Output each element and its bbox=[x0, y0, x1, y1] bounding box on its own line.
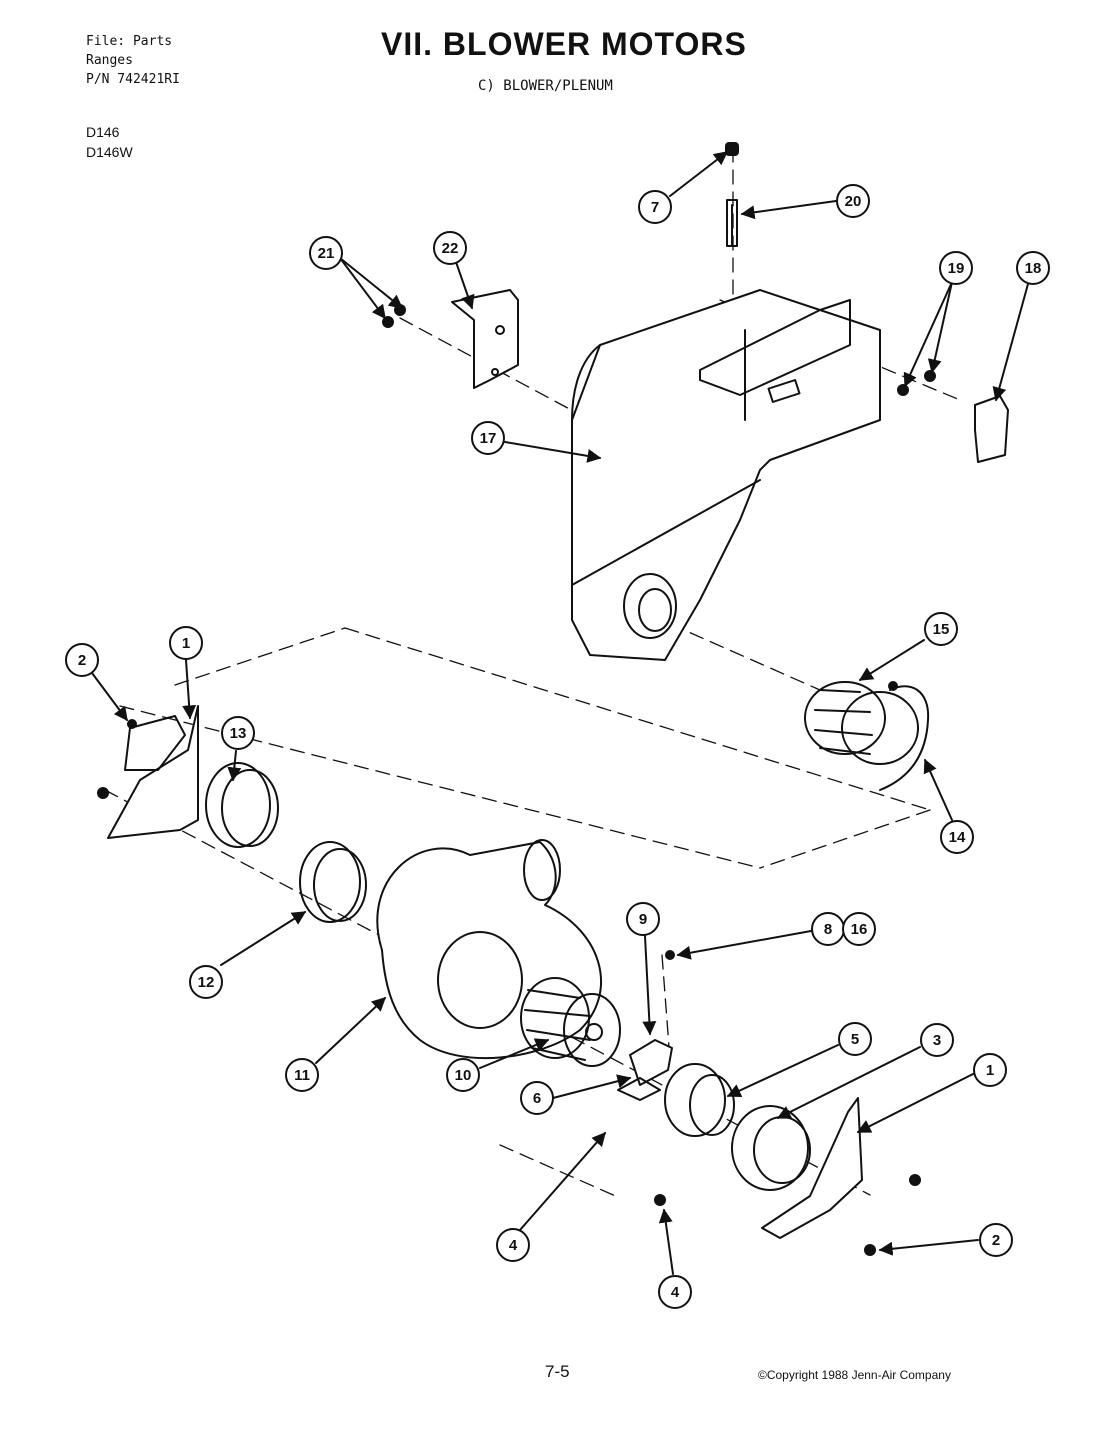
blower-housing-part bbox=[376, 839, 603, 1060]
callout-1: 1 bbox=[169, 626, 203, 660]
callout-17: 17 bbox=[471, 421, 505, 455]
callout-label: 19 bbox=[948, 260, 965, 277]
callout-leaders bbox=[91, 151, 1029, 1275]
callout-1: 1 bbox=[973, 1053, 1007, 1087]
callout-14: 14 bbox=[940, 820, 974, 854]
callout-label: 3 bbox=[933, 1032, 941, 1049]
screw-and-stud-parts bbox=[725, 142, 739, 247]
callout-4: 4 bbox=[658, 1275, 692, 1309]
callout-label: 4 bbox=[671, 1284, 680, 1301]
callout-21: 21 bbox=[309, 236, 343, 270]
callout-label: 12 bbox=[198, 974, 215, 991]
callout-label: 13 bbox=[230, 725, 247, 742]
right-bracket-part bbox=[897, 370, 1009, 463]
callout-label: 16 bbox=[851, 921, 868, 938]
part-number-line: P/N 742421RI bbox=[86, 72, 180, 87]
callout-label: 18 bbox=[1025, 260, 1042, 277]
callout-label: 2 bbox=[992, 1232, 1000, 1249]
callout-label: 4 bbox=[509, 1237, 518, 1254]
callout-label: 9 bbox=[639, 911, 647, 928]
callout-label: 22 bbox=[442, 240, 459, 257]
callout-label: 14 bbox=[949, 829, 966, 846]
callout-2: 2 bbox=[65, 643, 99, 677]
callout-8: 8 bbox=[811, 912, 845, 946]
callout-2: 2 bbox=[979, 1223, 1013, 1257]
callout-22: 22 bbox=[433, 231, 467, 265]
callout-label: 8 bbox=[824, 921, 832, 938]
callout-5: 5 bbox=[838, 1022, 872, 1056]
callout-label: 2 bbox=[78, 652, 86, 669]
callout-label: 5 bbox=[851, 1031, 859, 1048]
callout-15: 15 bbox=[924, 612, 958, 646]
copyright-notice: ©Copyright 1988 Jenn-Air Company bbox=[758, 1368, 951, 1382]
left-bracket-part bbox=[382, 289, 519, 389]
callout-18: 18 bbox=[1016, 251, 1050, 285]
model-list: D146 D146W bbox=[86, 122, 133, 162]
callouts: 7 20 21 22 19 18 17 15 14 2 1 13 12 11 1… bbox=[65, 184, 1050, 1309]
file-line: File: Parts bbox=[86, 34, 173, 49]
callout-label: 20 bbox=[845, 193, 862, 210]
callout-label: 1 bbox=[986, 1062, 994, 1079]
plenum-part bbox=[571, 289, 881, 661]
callout-label: 10 bbox=[455, 1067, 472, 1084]
callout-3: 3 bbox=[920, 1023, 954, 1057]
motor-assembly bbox=[617, 950, 921, 1256]
callout-label: 15 bbox=[933, 621, 950, 638]
model-number: D146 bbox=[86, 124, 120, 140]
collar-rings bbox=[205, 762, 367, 923]
callout-label: 21 bbox=[318, 245, 335, 262]
callout-label: 17 bbox=[480, 430, 497, 447]
callout-6: 6 bbox=[520, 1081, 554, 1115]
callout-label: 6 bbox=[533, 1090, 541, 1107]
category-line: Ranges bbox=[86, 53, 133, 68]
callout-7: 7 bbox=[638, 190, 672, 224]
flex-hose-part bbox=[804, 681, 930, 791]
callout-10: 10 bbox=[446, 1058, 480, 1092]
callout-19: 19 bbox=[939, 251, 973, 285]
callout-12: 12 bbox=[189, 965, 223, 999]
callout-4: 4 bbox=[496, 1228, 530, 1262]
left-mounting-plate bbox=[97, 705, 199, 839]
file-info: File: Parts Ranges P/N 742421RI bbox=[86, 32, 180, 89]
page-subtitle: C) BLOWER/PLENUM bbox=[478, 78, 613, 94]
callout-11: 11 bbox=[285, 1058, 319, 1092]
model-number: D146W bbox=[86, 144, 133, 160]
page-title: VII. BLOWER MOTORS bbox=[381, 26, 747, 62]
callout-label: 1 bbox=[182, 635, 190, 652]
callout-label: 7 bbox=[651, 199, 659, 216]
page-number: 7-5 bbox=[545, 1362, 570, 1381]
callout-20: 20 bbox=[836, 184, 870, 218]
callout-16: 16 bbox=[842, 912, 876, 946]
callout-label: 11 bbox=[294, 1067, 310, 1084]
callout-13: 13 bbox=[221, 716, 255, 750]
blower-wheel-part bbox=[520, 977, 621, 1067]
callout-9: 9 bbox=[626, 902, 660, 936]
